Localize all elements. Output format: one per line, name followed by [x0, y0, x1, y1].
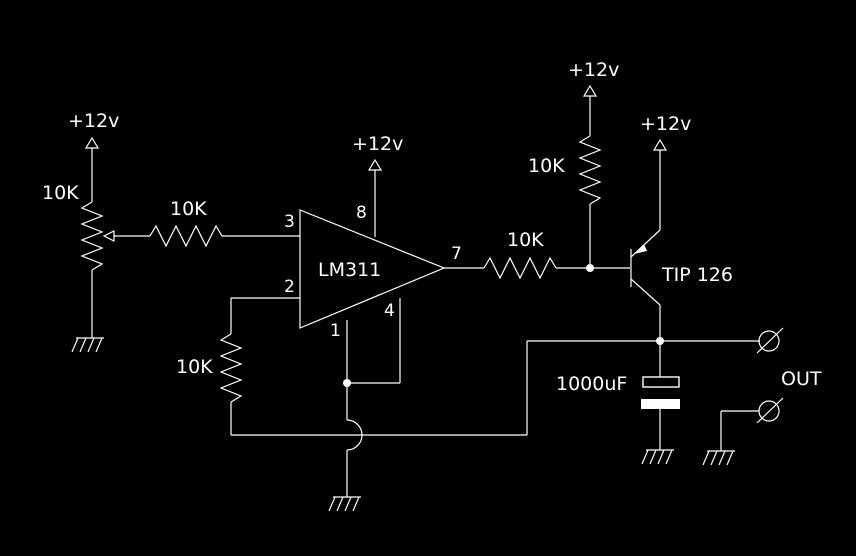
- input-resistor-label: 10K: [170, 198, 207, 220]
- pullup-resistor-label: 10K: [528, 155, 565, 177]
- supply-label-transistor: +12v: [640, 113, 691, 135]
- pin-2-label: 2: [284, 277, 295, 297]
- potentiometer: +12v 10K: [42, 110, 150, 353]
- pot-value-label: 10K: [42, 182, 79, 204]
- tip126-transistor: +12v TIP 126: [630, 113, 733, 341]
- output-terminal-positive: [756, 327, 784, 354]
- transistor-emitter-arrow: [634, 244, 647, 254]
- supply-arrow-comparator: [367, 158, 383, 171]
- pot-resistor-zigzag: [80, 201, 104, 271]
- supply-arrow-pullup: [582, 84, 598, 97]
- supply-arrow-pot: [84, 136, 100, 149]
- output-terminal-ground: [702, 397, 784, 466]
- capacitor: 1000uF: [556, 373, 680, 409]
- pin-7-label: 7: [451, 244, 462, 264]
- lm311-comparator: LM311 3 2 8 7 1 4 +12v: [284, 133, 462, 512]
- pullup-resistor: +12v 10K: [528, 59, 619, 268]
- pin-8-label: 8: [356, 203, 367, 223]
- base-resistor-label: 10K: [507, 229, 544, 251]
- pin-3-label: 3: [284, 212, 295, 232]
- junction-dot-pin1: [343, 379, 351, 387]
- pot-wiper-arrow: [102, 230, 115, 242]
- comparator-triangle: [299, 209, 446, 329]
- output-stage: 1000uF OUT: [556, 327, 822, 466]
- ground-symbol-comparator: [328, 496, 361, 512]
- ground-symbol-pot: [71, 337, 104, 353]
- transistor-name: TIP 126: [661, 264, 733, 286]
- capacitor-plate-positive: [642, 376, 680, 388]
- supply-label-pullup: +12v: [568, 59, 619, 81]
- supply-label-pot: +12v: [68, 110, 119, 132]
- comparator-name: LM311: [318, 259, 381, 281]
- capacitor-plate-negative: [641, 399, 680, 409]
- pin-4-label: 4: [384, 301, 395, 321]
- supply-label-comparator: +12v: [352, 133, 403, 155]
- output-label: OUT: [781, 368, 822, 390]
- capacitor-value-label: 1000uF: [556, 373, 627, 395]
- pin-1-label: 1: [330, 321, 341, 341]
- input-resistor: 10K: [149, 198, 300, 248]
- ground-symbol-capacitor: [641, 449, 674, 465]
- feedback-resistor-label: 10K: [176, 356, 213, 378]
- supply-arrow-transistor: [652, 138, 668, 151]
- feedback-resistor: 10K: [176, 297, 660, 436]
- base-resistor: 10K: [444, 229, 630, 280]
